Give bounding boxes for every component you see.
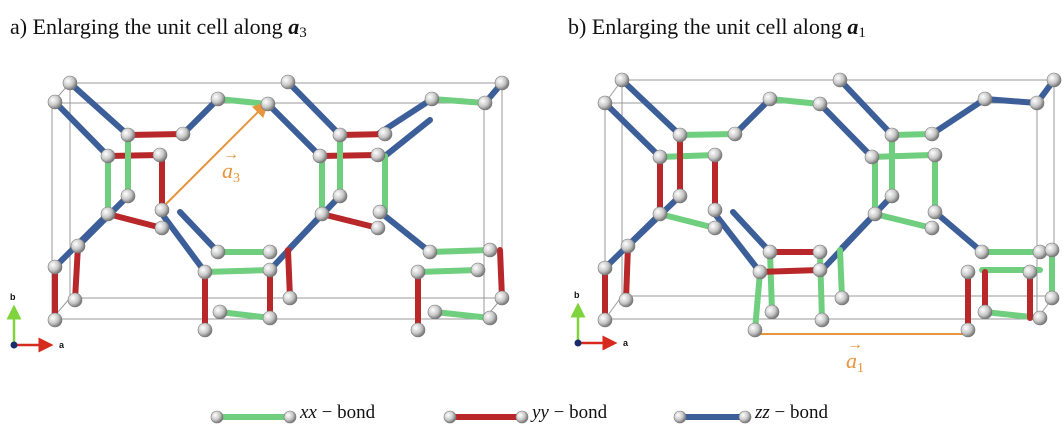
panel-a-title: a) Enlarging the unit cell along a3 [10, 14, 307, 41]
atoms [597, 72, 1062, 338]
legend-symbols [210, 410, 752, 424]
zz-bonds [602, 77, 1057, 275]
zz-bonds [52, 79, 505, 275]
atoms [47, 74, 510, 338]
panel-b-title: b) Enlarging the unit cell along a1 [568, 14, 866, 41]
legend-yy: yy − bond [532, 402, 608, 423]
legend-xx: xx − bond [300, 402, 376, 423]
panel-a-structure [6, 74, 510, 353]
axis-a-label-a: a [59, 340, 65, 350]
panel-b-structure [570, 72, 1062, 351]
yy-bonds [602, 132, 1033, 333]
axis-indicator-b [570, 302, 618, 351]
vector-arrow-glyph: → [847, 336, 863, 353]
xx-bonds [105, 96, 493, 321]
a3-vector [164, 101, 269, 206]
axis-indicator-a [6, 304, 54, 353]
yy-bonds [52, 131, 505, 333]
axis-b-label-a: b [10, 292, 16, 302]
vector-arrow-glyph: → [223, 146, 239, 163]
a3-vector-label: →a3 [222, 146, 240, 186]
legend-zz: zz − bond [755, 402, 829, 423]
a1-vector-label: →a1 [846, 336, 864, 376]
axis-a-label-b: a [623, 338, 629, 348]
axis-b-label-b: b [574, 290, 580, 300]
